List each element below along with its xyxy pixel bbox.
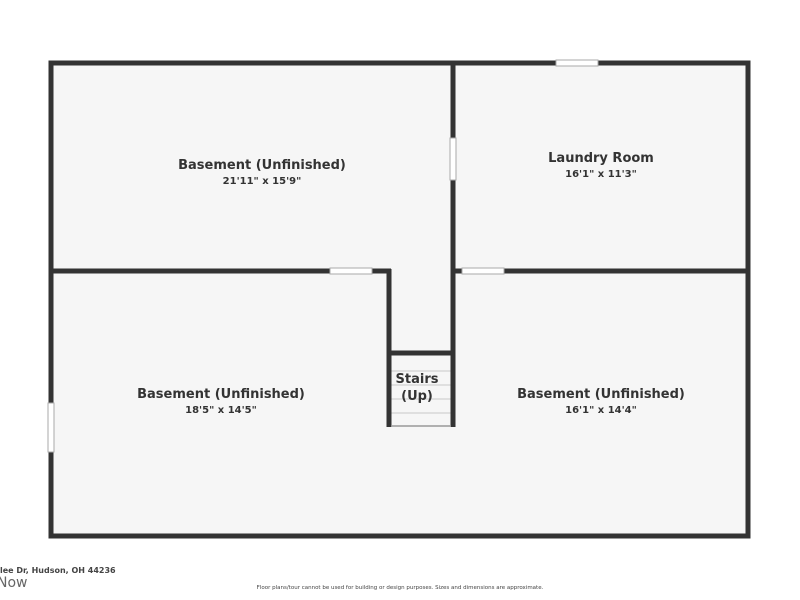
doorway — [329, 267, 373, 275]
brand-logo: Now — [0, 575, 28, 591]
floor-area — [51, 63, 748, 536]
walls — [48, 60, 751, 539]
room-dimensions: 16'1" x 11'3" — [565, 169, 637, 180]
room-name: Stairs — [395, 372, 439, 387]
window — [555, 59, 599, 67]
room-name: Laundry Room — [548, 151, 654, 166]
room-label: Basement (Unfinished) 18'5" x 14'5" — [137, 387, 305, 416]
openings — [47, 59, 599, 453]
room-label: Laundry Room 16'1" x 11'3" — [548, 151, 654, 180]
room-dimensions: 16'1" x 14'4" — [565, 405, 637, 416]
address: lee Dr, Hudson, OH 44236 — [0, 566, 116, 575]
room-name: Basement (Unfinished) — [137, 387, 305, 402]
outer-wall — [48, 60, 751, 539]
doorway — [449, 137, 457, 181]
room-name: Basement (Unfinished) — [178, 158, 346, 173]
room-dimensions: (Up) — [401, 389, 433, 404]
room-dimensions: 18'5" x 14'5" — [185, 405, 257, 416]
disclaimer: Floor plans/tour cannot be used for buil… — [256, 585, 544, 591]
room-label: Stairs (Up) — [396, 372, 439, 404]
room-label: Basement (Unfinished) 21'11" x 15'9" — [178, 158, 346, 187]
room-dimensions: 21'11" x 15'9" — [222, 176, 302, 187]
stair-treads — [391, 370, 451, 414]
room-name: Basement (Unfinished) — [517, 387, 685, 402]
doorway — [461, 267, 505, 275]
window — [47, 402, 55, 453]
room-label: Basement (Unfinished) 16'1" x 14'4" — [517, 387, 685, 416]
